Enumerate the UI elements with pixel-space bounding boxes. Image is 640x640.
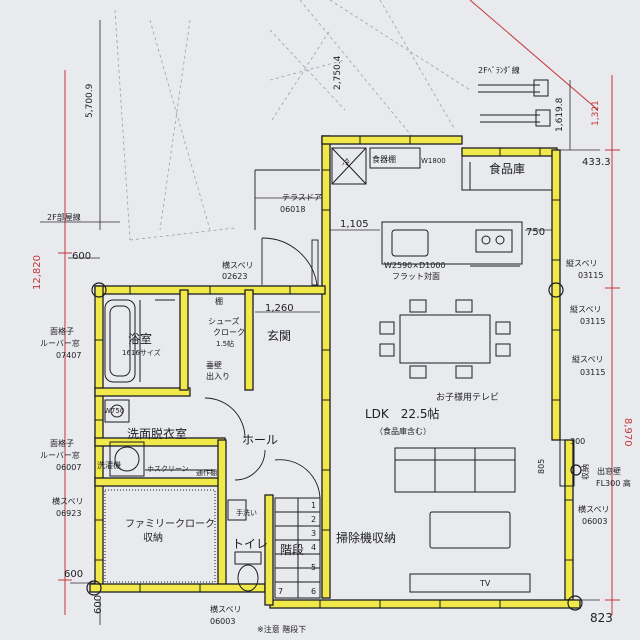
room-family-cloak: ファミリークローク — [125, 519, 215, 530]
dim-600-vertical: 600 — [93, 594, 104, 614]
dim-2750: 2,750.4 — [333, 55, 343, 90]
entry-label: 出入り — [206, 372, 230, 381]
room-ldk: LDK 22.5帖 — [365, 407, 440, 421]
tv-label: TV — [480, 579, 491, 588]
dim-1321: 1,321 — [591, 100, 601, 126]
tate-suberi-2-code: 03115 — [580, 317, 606, 326]
kitchen-size: W2590×D1000 — [384, 261, 446, 270]
lattice-2: 面格子 — [50, 439, 74, 448]
stair-number: 7 — [278, 587, 284, 596]
doors — [204, 169, 321, 501]
staircase — [274, 497, 321, 599]
tate-suberi-3: 縦スベリ — [572, 355, 604, 364]
dish-cabinet: 食器棚 — [372, 155, 396, 164]
stair-number: 4 — [311, 543, 317, 552]
dim-12820: 12,820 — [32, 255, 43, 290]
dim-1105: 1,105 — [340, 219, 369, 230]
dim-750: 750 — [526, 227, 546, 238]
stair-number: 1 — [311, 501, 317, 510]
louver-2-code: 06007 — [56, 463, 82, 472]
bath-size: 1616サイズ — [122, 349, 161, 357]
upper-floor-sketch — [114, 0, 471, 241]
dim-600-left-bottom: 600 — [64, 569, 84, 580]
room-stairs: 階段 — [280, 543, 305, 557]
yoko-suberi-bottom-code: 06003 — [210, 617, 236, 626]
dish-cabinet-width: W1800 — [421, 157, 446, 165]
room-toilet: トイレ — [232, 537, 269, 551]
handwash-label: 手洗い — [236, 509, 257, 517]
tate-suberi-2: 縦スベリ — [570, 305, 602, 314]
bathtub — [104, 299, 175, 383]
kitchen-type: フラット対面 — [392, 272, 440, 281]
room-ldk-sub: （食品庫含む） — [375, 427, 431, 436]
balcony-line: 2Fﾍﾞﾗﾝﾀﾞ線 — [478, 66, 520, 75]
yoko-suberi-bottom: 横スベリ — [210, 605, 242, 614]
shelf-2-label: 通作棚 — [196, 469, 217, 477]
dim-5700: 5,700.9 — [85, 83, 95, 118]
dim-1619: 1,619.8 — [555, 97, 565, 132]
hosclean-label: ホスクリーン — [147, 465, 189, 473]
dim-8970: 8,970 — [622, 418, 633, 447]
dimension-lines — [58, 0, 620, 615]
yoko-suberi-left-code: 06923 — [56, 509, 82, 518]
bay-window-wall: 出窓壁 — [597, 467, 621, 476]
washer-label: 洗濯機 — [97, 461, 121, 470]
room-genkan: 玄関 — [267, 329, 292, 343]
louver-1-code: 07407 — [56, 351, 82, 360]
right-storage-label: 収納 — [581, 464, 590, 480]
dim-600-left-top: 600 — [72, 251, 92, 262]
stair-number: 5 — [311, 563, 317, 572]
tate-suberi-3-code: 03115 — [580, 368, 606, 377]
bay-window-height: FL300 高 — [596, 479, 631, 488]
shelf-label: 棚 — [215, 297, 223, 306]
toilet-fixture — [227, 499, 262, 592]
w750-label: W750 — [104, 407, 125, 415]
louver-1: ルーバー窓 — [40, 339, 80, 348]
shoe-cloak-size: 1.5帖 — [216, 340, 235, 348]
dim-1260: 1,260 — [265, 303, 294, 314]
stair-number: 2 — [311, 515, 317, 524]
room-bath: 浴室 — [128, 332, 153, 346]
yoko-suberi-right: 横スベリ — [578, 505, 610, 514]
fridge-label: 冷 — [342, 158, 350, 167]
room-pantry: 食品庫 — [489, 162, 526, 176]
room-washroom: 洗面脱衣室 — [127, 427, 188, 441]
dining-table — [379, 299, 511, 379]
dim-823: 823 — [590, 611, 613, 625]
stair-number: 3 — [311, 529, 317, 538]
terrace-door: テラスドア — [282, 193, 322, 202]
dim-300: 300 — [570, 437, 586, 446]
shoe-cloak-label-2: クローク — [213, 328, 245, 337]
tate-suberi-1: 縦スベリ — [566, 259, 598, 268]
dim-433: 433.3 — [582, 157, 611, 168]
yoko-suberi-left: 横スベリ — [52, 497, 84, 506]
hanging-wall-label: 垂壁 — [206, 361, 222, 370]
lattice-1: 面格子 — [50, 327, 74, 336]
yoko-suberi-right-code: 06003 — [582, 517, 608, 526]
second-floor-line: 2F部屋線 — [47, 213, 81, 222]
kids-tv-label: お子様用テレビ — [436, 393, 500, 403]
room-family-cloak-2: 収納 — [143, 533, 163, 544]
room-hall: ホール — [242, 433, 279, 447]
shoe-cloak-label: シューズ — [208, 317, 240, 326]
stairs-note: ※注意 階段下 — [257, 625, 307, 634]
yoko-suberi-genkan: 横スベリ — [222, 261, 254, 270]
kitchen-counter — [381, 221, 523, 267]
sofa — [394, 447, 531, 593]
dim-805: 805 — [537, 458, 546, 474]
terrace-door-code: 06018 — [280, 205, 306, 214]
stair-number: 6 — [311, 587, 317, 596]
yoko-suberi-genkan-code: 02623 — [222, 272, 248, 281]
louver-2: ルーバー窓 — [40, 451, 80, 460]
tate-suberi-1-code: 03115 — [578, 271, 604, 280]
room-cleaner-storage: 掃除機収納 — [336, 531, 397, 545]
structural-columns — [86, 282, 583, 611]
